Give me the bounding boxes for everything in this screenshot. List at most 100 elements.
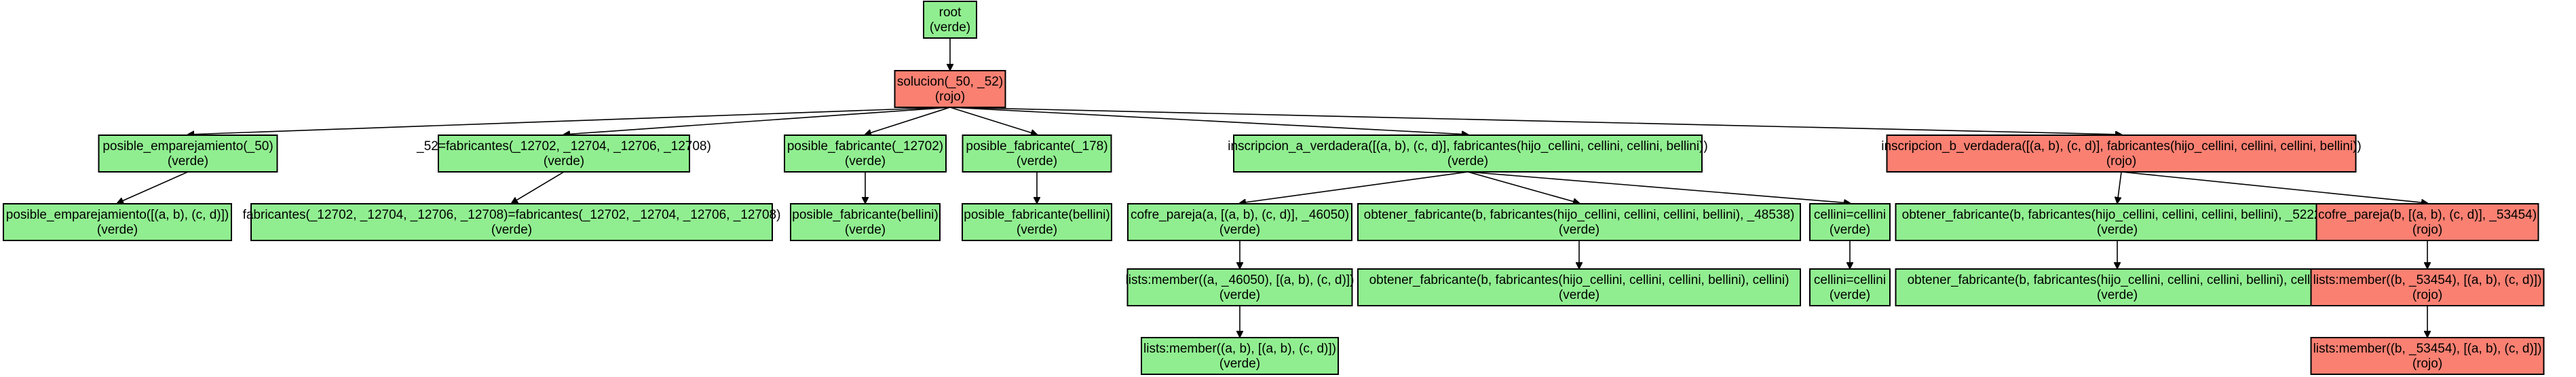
node-box bbox=[1141, 337, 1339, 375]
nodes-layer: root(verde)solucion(_50, _52)(rojo)posib… bbox=[3, 1, 2545, 375]
tree-node-obt_a2: obtener_fabricante(b, fabricantes(hijo_c… bbox=[1357, 268, 1801, 306]
node-label: inscripcion_a_verdadera([(a, b), (c, d)]… bbox=[1228, 139, 1708, 154]
node-box bbox=[438, 134, 690, 173]
node-box bbox=[1895, 203, 2340, 241]
node-label: posible_fabricante(_12702) bbox=[787, 139, 943, 154]
edge-insc_b-to-cofre_b bbox=[2121, 171, 2427, 203]
node-status: (verde) bbox=[1219, 223, 1260, 237]
node-box bbox=[1233, 134, 1703, 173]
node-status: (verde) bbox=[1830, 288, 1870, 302]
tree-node-cofre_b: cofre_pareja(b, [(a, b), (c, d)], _53454… bbox=[2315, 203, 2539, 241]
edges-layer bbox=[117, 38, 2427, 337]
node-box bbox=[894, 70, 1006, 108]
node-box bbox=[1809, 268, 1891, 306]
node-box bbox=[1126, 268, 1353, 306]
edge-insc_b-to-obt_b bbox=[2117, 171, 2122, 203]
node-label: posible_emparejamiento(_50) bbox=[102, 139, 273, 154]
node-box bbox=[2315, 203, 2539, 241]
node-box bbox=[790, 203, 941, 241]
node-box bbox=[98, 134, 278, 173]
node-box bbox=[3, 203, 232, 241]
tree-node-root: root(verde) bbox=[923, 1, 977, 39]
tree-node-cofre_a: cofre_pareja(a, [(a, b), (c, d)], _46050… bbox=[1127, 203, 1352, 241]
node-box bbox=[2310, 268, 2545, 306]
node-status: (verde) bbox=[2097, 288, 2138, 302]
edge-posible_emp-to-posible_emp2 bbox=[117, 171, 189, 203]
tree-node-obt_a: obtener_fabricante(b, fabricantes(hijo_c… bbox=[1357, 203, 1801, 241]
node-status: (rojo) bbox=[935, 90, 965, 104]
tree-node-lm_a2: lists:member((a, b), [(a, b), (c, d)])(v… bbox=[1141, 337, 1339, 375]
node-label: cellini=cellini bbox=[1814, 208, 1886, 222]
tree-node-obt_b2: obtener_fabricante(b, fabricantes(hijo_c… bbox=[1895, 268, 2340, 306]
node-status: (verde) bbox=[1559, 288, 1599, 302]
tree-node-pf_bellini1: posible_fabricante(bellini)(verde) bbox=[790, 203, 941, 241]
tree-node-insc_b: inscripcion_b_verdadera([(a, b), (c, d)]… bbox=[1881, 134, 2362, 173]
node-box bbox=[1357, 203, 1801, 241]
node-status: (verde) bbox=[168, 154, 208, 168]
node-status: (verde) bbox=[930, 20, 970, 35]
tree-node-cell_eq1: cellini=cellini(verde) bbox=[1809, 203, 1891, 241]
node-status: (verde) bbox=[1830, 223, 1870, 237]
node-label: root bbox=[939, 5, 962, 20]
node-status: (verde) bbox=[2097, 223, 2138, 237]
edge-eq52-to-fab_eq bbox=[512, 171, 565, 203]
node-label: obtener_fabricante(b, fabricantes(hijo_c… bbox=[1902, 208, 2333, 222]
node-status: (verde) bbox=[1447, 154, 1488, 168]
edge-solucion-to-posible_emp bbox=[188, 107, 951, 134]
node-box bbox=[784, 134, 947, 173]
node-box bbox=[1809, 203, 1891, 241]
tree-node-posible_emp: posible_emparejamiento(_50)(verde) bbox=[98, 134, 278, 173]
node-status: (verde) bbox=[1017, 223, 1057, 237]
node-label: posible_fabricante(bellini) bbox=[792, 208, 938, 222]
node-status: (verde) bbox=[544, 154, 584, 168]
node-label: solucion(_50, _52) bbox=[897, 75, 1003, 89]
tree-node-insc_a: inscripcion_a_verdadera([(a, b), (c, d)]… bbox=[1228, 134, 1708, 173]
node-status: (verde) bbox=[845, 154, 886, 168]
node-box bbox=[1357, 268, 1801, 306]
tree-node-lm_b1: lists:member((b, _53454), [(a, b), (c, d… bbox=[2310, 268, 2545, 306]
node-label: cofre_pareja(a, [(a, b), (c, d)], _46050… bbox=[1131, 208, 1349, 222]
tree-node-posible_emp2: posible_emparejamiento([(a, b), (c, d)])… bbox=[3, 203, 232, 241]
node-label: lists:member((b, _53454), [(a, b), (c, d… bbox=[2313, 342, 2542, 356]
tree-node-eq52: _52=fabricantes(_12702, _12704, _12706, … bbox=[416, 134, 711, 173]
node-box bbox=[962, 203, 1112, 241]
edge-insc_a-to-cell_eq1 bbox=[1467, 171, 1850, 203]
node-label: obtener_fabricante(b, fabricantes(hijo_c… bbox=[1364, 208, 1795, 222]
edge-solucion-to-insc_a bbox=[949, 107, 1468, 134]
node-box bbox=[250, 203, 773, 241]
tree-node-lm_b2: lists:member((b, _53454), [(a, b), (c, d… bbox=[2310, 337, 2545, 375]
node-box bbox=[923, 1, 977, 39]
node-box bbox=[1886, 134, 2357, 173]
node-status: (rojo) bbox=[2412, 357, 2442, 371]
tree-node-pf178: posible_fabricante(_178)(verde) bbox=[962, 134, 1112, 173]
node-box bbox=[1895, 268, 2340, 306]
edge-solucion-to-insc_b bbox=[949, 107, 2121, 134]
node-box bbox=[2310, 337, 2545, 375]
tree-node-pf_bellini2: posible_fabricante(bellini)(verde) bbox=[962, 203, 1112, 241]
node-label: obtener_fabricante(b, fabricantes(hijo_c… bbox=[1369, 273, 1789, 287]
node-status: (verde) bbox=[1017, 154, 1057, 168]
edge-solucion-to-pf12702 bbox=[865, 107, 951, 134]
tree-node-lm_a1: lists:member((a, _46050), [(a, b), (c, d… bbox=[1126, 268, 1355, 306]
node-label: lists:member((a, _46050), [(a, b), (c, d… bbox=[1126, 273, 1355, 287]
node-label: lists:member((b, _53454), [(a, b), (c, d… bbox=[2313, 273, 2542, 287]
node-label: cellini=cellini bbox=[1814, 273, 1886, 287]
node-status: (verde) bbox=[1559, 223, 1599, 237]
tree-node-cell_eq2: cellini=cellini(verde) bbox=[1809, 268, 1891, 306]
node-label: fabricantes(_12702, _12704, _12706, _127… bbox=[243, 208, 781, 222]
node-status: (verde) bbox=[491, 223, 532, 237]
node-status: (verde) bbox=[1219, 288, 1260, 302]
node-label: obtener_fabricante(b, fabricantes(hijo_c… bbox=[1908, 273, 2328, 287]
node-status: (verde) bbox=[97, 223, 138, 237]
node-status: (rojo) bbox=[2106, 154, 2136, 168]
edge-solucion-to-pf178 bbox=[949, 107, 1037, 134]
edge-insc_a-to-obt_a bbox=[1467, 171, 1579, 203]
node-label: _52=fabricantes(_12702, _12704, _12706, … bbox=[416, 139, 711, 154]
tree-node-solucion: solucion(_50, _52)(rojo) bbox=[894, 70, 1006, 108]
node-label: posible_fabricante(_178) bbox=[966, 139, 1107, 154]
edge-solucion-to-eq52 bbox=[564, 107, 951, 134]
node-status: (verde) bbox=[1219, 357, 1260, 371]
node-label: inscripcion_b_verdadera([(a, b), (c, d)]… bbox=[1881, 139, 2362, 154]
node-label: cofre_pareja(b, [(a, b), (c, d)], _53454… bbox=[2318, 208, 2537, 222]
